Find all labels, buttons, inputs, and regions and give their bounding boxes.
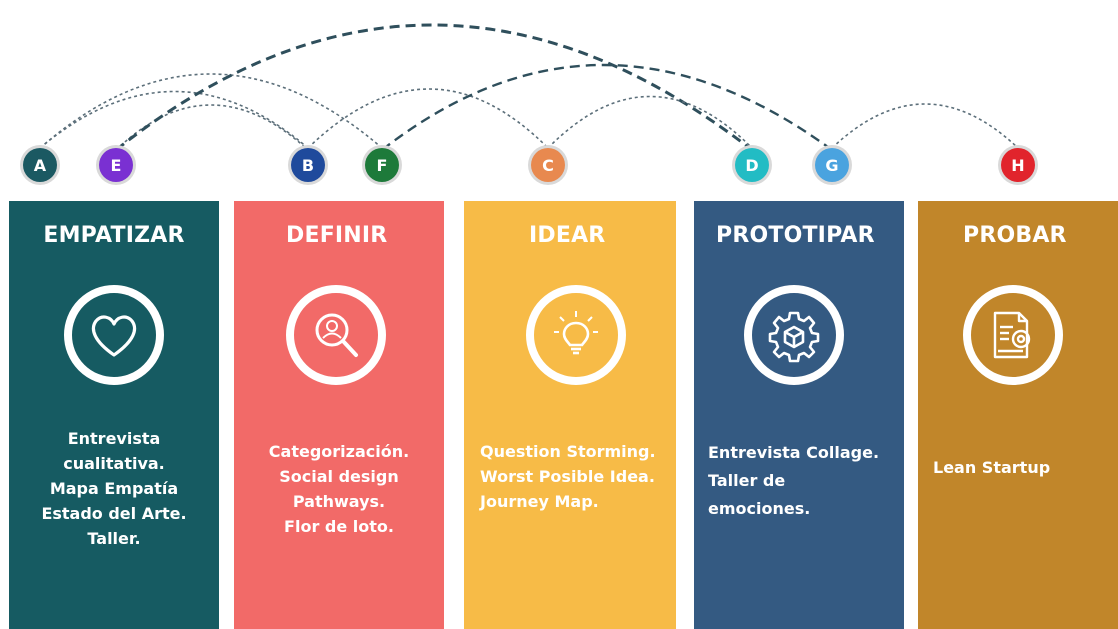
arc-f-g xyxy=(381,63,833,151)
marker-d: D xyxy=(735,148,769,182)
phase-item: Taller de xyxy=(708,471,786,490)
phase-items: Question Storming. Worst Posible Idea. J… xyxy=(480,439,656,514)
phase-item: Categorización. xyxy=(268,442,410,461)
phase-definir: DEFINIR Categorización. Social design Pa… xyxy=(234,201,444,629)
arc-g-h xyxy=(831,103,1019,149)
phase-item: Worst Posible Idea. xyxy=(480,467,655,486)
phase-title: PROTOTIPAR xyxy=(716,223,875,248)
phase-item: Social design xyxy=(279,467,399,486)
arc-c-d xyxy=(547,95,753,149)
phase-item: Journey Map. xyxy=(480,492,599,511)
marker-e: E xyxy=(99,148,133,182)
marker-a: A xyxy=(23,148,57,182)
lightbulb-icon xyxy=(526,285,626,385)
arc-e-d xyxy=(115,23,753,152)
phase-item: emociones. xyxy=(708,499,811,518)
marker-f: F xyxy=(365,148,399,182)
phase-empatizar: EMPATIZAR Entrevista cualitativa. Mapa E… xyxy=(9,201,219,629)
phase-item: Flor de loto. xyxy=(284,517,394,536)
phase-prototipar: PROTOTIPAR Entrevista Collage. Taller de… xyxy=(694,201,904,629)
phase-items: Entrevista Collage. Taller de emociones. xyxy=(708,439,879,523)
phase-item: Taller. xyxy=(87,529,141,548)
magnifier-person-icon xyxy=(286,285,386,385)
arc-a-b xyxy=(39,90,309,149)
phase-item: cualitativa. xyxy=(63,454,165,473)
phase-items: Entrevista cualitativa. Mapa Empatía Est… xyxy=(9,426,219,551)
marker-b: B xyxy=(291,148,325,182)
phase-items: Categorización. Social design Pathways. … xyxy=(234,439,444,539)
gear-cube-icon xyxy=(744,285,844,385)
phase-title: EMPATIZAR xyxy=(43,223,185,248)
phase-title: IDEAR xyxy=(529,223,606,248)
arc-e-b xyxy=(115,104,309,151)
marker-h: H xyxy=(1001,148,1035,182)
phase-item: Lean Startup xyxy=(933,458,1051,477)
heart-icon xyxy=(64,285,164,385)
phase-item: Entrevista Collage. xyxy=(708,443,880,462)
document-gear-icon xyxy=(963,285,1063,385)
phase-item: Question Storming. xyxy=(480,442,656,461)
phase-idear: IDEAR Question Storming. Worst Posible I… xyxy=(464,201,676,629)
marker-c: C xyxy=(531,148,565,182)
phase-item: Entrevista xyxy=(67,429,161,448)
phase-item: Estado del Arte. xyxy=(41,504,187,523)
connection-arcs xyxy=(39,23,1019,152)
phase-title: DEFINIR xyxy=(286,223,388,248)
phase-items: Lean Startup xyxy=(933,455,1050,480)
phase-item: Pathways. xyxy=(292,492,386,511)
phase-title: PROBAR xyxy=(963,223,1067,248)
phase-probar: PROBAR Lean Startup xyxy=(918,201,1118,629)
marker-g: G xyxy=(815,148,849,182)
phase-item: Mapa Empatía xyxy=(49,479,179,498)
